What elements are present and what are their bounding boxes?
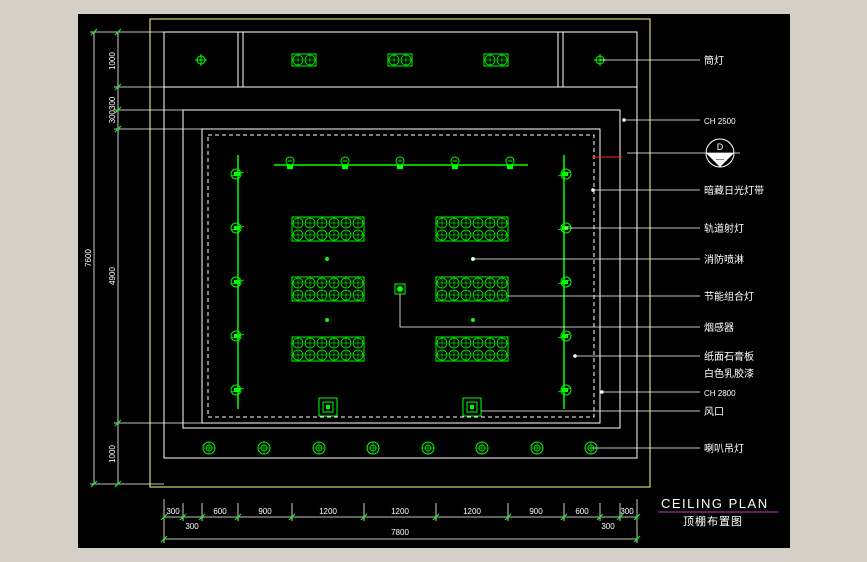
- air-vent-left: [318, 397, 338, 417]
- label-track-spotlight: 轨道射灯: [704, 222, 744, 235]
- sprinkler-4: [471, 318, 475, 322]
- top-lamp-row: [274, 156, 528, 169]
- grid-light-4: [435, 276, 509, 302]
- sprinkler-3: [325, 318, 329, 322]
- trumpet-light-5: [421, 441, 435, 455]
- hidden-light-trough: [207, 134, 595, 418]
- label-smoke-detector: 烟感器: [704, 321, 734, 334]
- dim-bottom-row2-right: 300: [601, 522, 615, 531]
- label-downlight: 筒灯: [704, 54, 724, 67]
- soffit-grid-light-2: [387, 53, 413, 67]
- annotation-labels: 筒灯 CH 2500 暗藏日光灯带 轨道射灯 消防喷淋 节能组合灯 烟感器 纸面…: [704, 54, 764, 455]
- trumpet-light-1: [202, 441, 216, 455]
- dim-4900: 4900: [108, 267, 117, 285]
- air-vent-right: [462, 397, 482, 417]
- left-dimensions: [90, 28, 202, 488]
- dim-bottom-total: 7800: [391, 528, 409, 537]
- energy-saving-grid-lights: [291, 216, 509, 362]
- bottom-dimension-text: 300 600 900 1200 1200 1200 900 600 300 3…: [166, 507, 634, 537]
- dim-1000-top: 1000: [108, 52, 117, 70]
- label-hidden-fluorescent: 暗藏日光灯带: [704, 184, 764, 197]
- grid-light-6: [435, 336, 509, 362]
- track-spotlight-5-left: [230, 384, 245, 396]
- title-english: CEILING PLAN: [661, 496, 769, 511]
- dim-bottom-3: 900: [258, 507, 272, 516]
- dim-300300: 300300: [108, 96, 117, 123]
- dim-7600: 7600: [84, 249, 93, 267]
- dim-bottom-7: 900: [529, 507, 543, 516]
- bottom-dimensions: [160, 499, 641, 543]
- sprinkler-1: [325, 257, 329, 261]
- dim-bottom-4: 1200: [319, 507, 337, 516]
- left-dimension-text: 1000 300300 4900 1000 7600: [84, 52, 117, 463]
- grid-light-2: [435, 216, 509, 242]
- soffit-grid-light-1: [291, 53, 317, 67]
- track-spotlight-1-right: [557, 168, 572, 180]
- outer-wall: [149, 18, 651, 488]
- trumpet-light-6: [475, 441, 489, 455]
- dim-bottom-2: 600: [213, 507, 227, 516]
- trumpet-light-3: [312, 441, 326, 455]
- label-ch2800: CH 2800: [704, 389, 736, 398]
- soffit-grid-light-3: [483, 53, 509, 67]
- dim-bottom-5: 1200: [391, 507, 409, 516]
- track-spotlight-4-left: [230, 330, 245, 342]
- track-lights: [230, 155, 572, 409]
- dim-bottom-6: 1200: [463, 507, 481, 516]
- ceiling-step-inner: [201, 128, 601, 424]
- title-chinese: 顶棚布置图: [683, 514, 743, 528]
- lower-soffit: [163, 87, 638, 459]
- trumpet-pendant-lights: [202, 441, 598, 455]
- label-ch2500: CH 2500: [704, 117, 736, 126]
- soffit-grid-lights: [291, 53, 509, 67]
- drawing-title: CEILING PLAN 顶棚布置图: [658, 496, 778, 528]
- dim-1000-bottom: 1000: [108, 445, 117, 463]
- leader-lines: [399, 59, 700, 449]
- trumpet-light-4: [366, 441, 380, 455]
- upper-soffit: [163, 31, 638, 88]
- dim-bottom-8: 600: [575, 507, 589, 516]
- grid-light-1: [291, 216, 365, 242]
- track-spotlight-5-right: [557, 384, 572, 396]
- top-lamp-2: [340, 156, 350, 169]
- top-lamps: [285, 156, 515, 169]
- downlight-left: [195, 54, 207, 66]
- track-spotlight-2-left: [230, 222, 245, 234]
- track-spotlight-1-left: [230, 168, 245, 180]
- track-spotlight-3-right: [557, 276, 572, 288]
- label-gypsum-board-1: 纸面石膏板: [704, 350, 754, 363]
- track-spotlights: [230, 168, 572, 396]
- label-gypsum-board-2: 白色乳胶漆: [704, 367, 754, 380]
- label-energy-saving-light: 节能组合灯: [704, 290, 754, 303]
- dim-bottom-row2-left: 300: [185, 522, 199, 531]
- top-lamp-4: [450, 156, 460, 169]
- ceiling-plan-drawing: D — 筒灯 CH 2500 暗藏日光灯带 轨道射灯 消防喷淋 节能组合灯 烟感…: [84, 18, 778, 543]
- grid-light-5: [291, 336, 365, 362]
- top-lamp-5: [505, 156, 515, 169]
- soffit-fixtures: [195, 53, 606, 67]
- top-lamp-1: [285, 156, 295, 169]
- trumpet-light-7: [530, 441, 544, 455]
- trumpet-light-2: [257, 441, 271, 455]
- section-letter: D: [717, 142, 724, 152]
- label-sprinkler: 消防喷淋: [704, 253, 744, 266]
- ceiling-step-outer: [182, 109, 621, 429]
- air-vents: [318, 397, 482, 417]
- grid-light-3: [291, 276, 365, 302]
- wall-outlines: [149, 18, 651, 488]
- dim-bottom-9: 300: [620, 507, 634, 516]
- dim-bottom-1: 300: [166, 507, 180, 516]
- label-air-vent: 风口: [704, 406, 724, 418]
- section-marker: D —: [700, 138, 740, 168]
- track-spotlight-3-left: [230, 276, 245, 288]
- section-dash: —: [716, 155, 724, 164]
- top-lamp-3: [395, 156, 405, 169]
- smoke-detector: [394, 283, 406, 295]
- track-spotlight-4-right: [557, 330, 572, 342]
- cad-viewport[interactable]: D — 筒灯 CH 2500 暗藏日光灯带 轨道射灯 消防喷淋 节能组合灯 烟感…: [78, 14, 790, 548]
- leader-dots: [471, 118, 626, 394]
- label-trumpet-light: 喇叭吊灯: [704, 443, 744, 455]
